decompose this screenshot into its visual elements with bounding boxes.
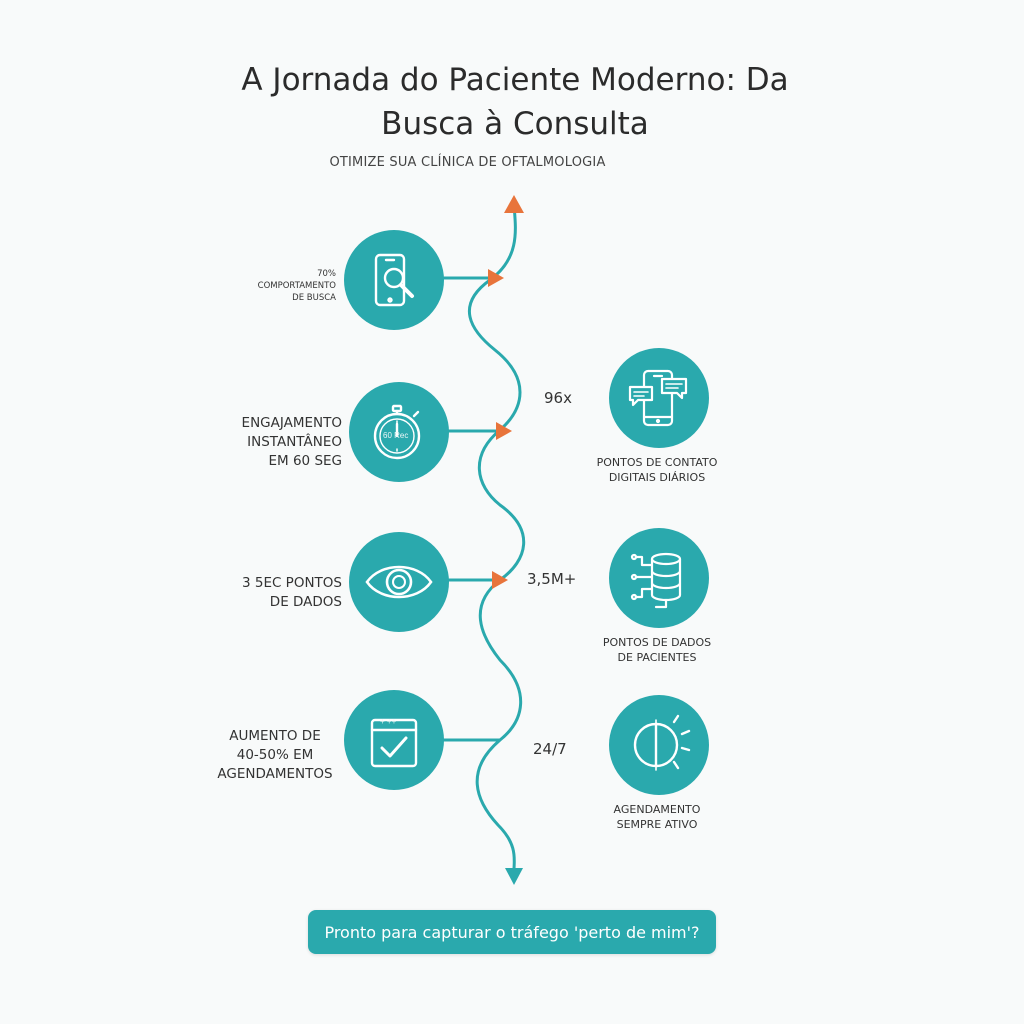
- arrow-right-icon: [496, 422, 512, 440]
- arrow-up-icon: [504, 195, 524, 213]
- step-label-engagement: ENGAJAMENTO INSTANTÂNEO EM 60 SEG: [241, 415, 342, 469]
- page-title: A Jornada do Paciente Moderno: Da Busca …: [241, 62, 789, 142]
- stat-always-on: 24/7: [533, 740, 567, 758]
- step-circle-always-on: [609, 695, 709, 795]
- eye-icon: [363, 558, 435, 606]
- step-label-data-points: 3 5EC PONTOS DE DADOS: [241, 575, 342, 610]
- step-circle-patient-data: [609, 528, 709, 628]
- page-subtitle: OTIMIZE SUA CLÍNICA DE OFTALMOLOGIA: [329, 155, 606, 170]
- calendar-text: + ++: [380, 717, 397, 726]
- journey-path: [468, 204, 526, 871]
- day-night-icon: [624, 710, 694, 780]
- step-label-touchpoints: PONTOS DE CONTATO DIGITAIS DIÁRIOS: [596, 456, 718, 484]
- step-circle-appointments: + ++: [344, 690, 444, 790]
- step-circle-touchpoints: [609, 348, 709, 448]
- step-label-appointments: AUMENTO DE 40-50% EM AGENDAMENTOS: [217, 728, 333, 782]
- arrow-down-icon: [505, 868, 523, 885]
- stopwatch-icon: 60 Rec: [367, 400, 431, 464]
- phone-search-icon: [364, 250, 424, 310]
- stat-touchpoints: 96x: [544, 389, 572, 407]
- cta-button[interactable]: Pronto para capturar o tráfego 'perto de…: [308, 910, 716, 954]
- arrow-right-icon: [492, 571, 508, 589]
- step-label-search: 70% COMPORTAMENTO DE BUSCA: [257, 269, 336, 303]
- step-label-patient-data: PONTOS DE DADOS DE PACIENTES: [602, 636, 712, 664]
- phone-chat-icon: [626, 365, 692, 431]
- stat-patient-data: 3,5M+: [527, 570, 577, 588]
- step-circle-engagement: 60 Rec: [349, 382, 449, 482]
- arrow-right-icon: [488, 269, 504, 287]
- step-label-always-on: AGENDAMENTO SEMPRE ATIVO: [613, 803, 701, 831]
- step-circle-search: [344, 230, 444, 330]
- calendar-check-icon: + ++: [366, 710, 422, 770]
- database-icon: [626, 545, 692, 611]
- stopwatch-text: 60 Rec: [383, 431, 409, 440]
- step-circle-data-points: [349, 532, 449, 632]
